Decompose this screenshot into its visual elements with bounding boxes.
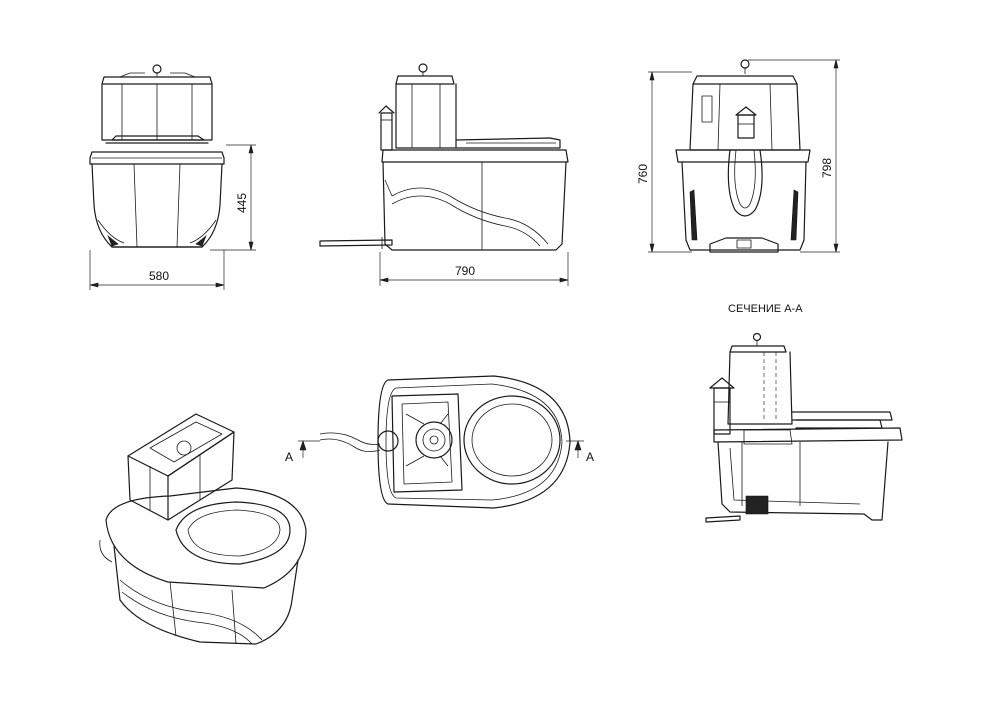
rear-height-label-b: 798 <box>820 158 834 178</box>
cut-marker-left-label: A <box>285 450 293 464</box>
plan-view <box>319 375 571 509</box>
section-view <box>705 332 903 523</box>
rear-height-label-a: 760 <box>636 164 650 184</box>
front-width-dimension: 580 <box>89 250 225 290</box>
front-height-label: 445 <box>235 193 249 213</box>
front-view <box>89 64 225 248</box>
side-length-label: 790 <box>455 264 475 278</box>
isometric-view <box>99 413 307 645</box>
section-title: СЕЧЕНИЕ А-А <box>728 303 803 315</box>
front-height-dimension: 445 <box>210 144 256 251</box>
rear-view <box>675 59 811 253</box>
cut-marker-right: A <box>566 440 594 464</box>
rear-height-dimensions: 760 798 <box>636 59 840 253</box>
cut-marker-left: A <box>285 440 320 464</box>
front-width-label: 580 <box>149 269 169 283</box>
side-length-dimension: 790 <box>379 252 569 286</box>
side-view <box>319 63 569 251</box>
cut-marker-right-label: A <box>586 450 594 464</box>
